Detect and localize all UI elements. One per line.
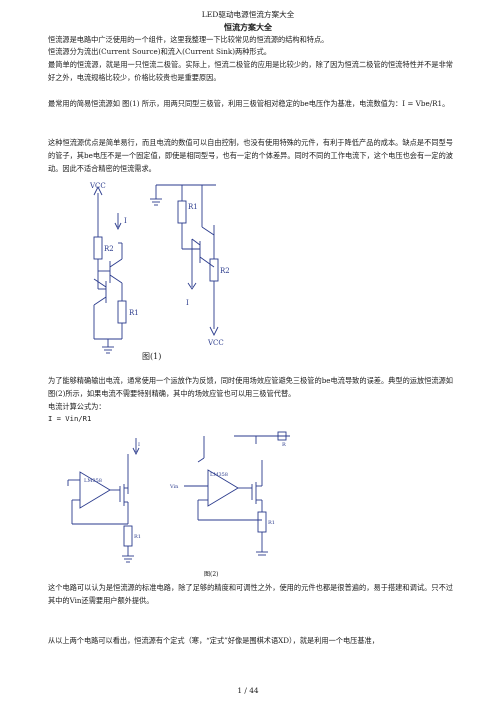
page-number: 1 / 44: [237, 686, 259, 695]
figure-1-caption: 图(1): [142, 352, 161, 361]
current-label: I: [124, 217, 127, 225]
figure-1-circuit: VCC I R2 R1: [82, 179, 292, 361]
r2-label: R2: [104, 245, 114, 253]
opamp-label-right: LM358: [210, 472, 228, 478]
paragraph-standard-circuit: 这个电路可以认为是恒流源的标准电路，除了足够的精度和可调性之外，使用的元件也都是…: [48, 583, 453, 605]
paragraph-diode: 最简单的恒流源，就是用一只恒流二极管。实际上，恒流二极管的应用是比较少的，除了因…: [48, 60, 453, 82]
r1-label-right: R1: [188, 203, 198, 211]
paragraph-simple-source: 最常用的简易恒流源如 图(1) 所示，用两只同型三极管，利用三极管相对稳定的be…: [48, 99, 450, 108]
paragraph-intro: 恒流源是电路中广泛使用的一个组件，这里我整理一下比较常见的恒流源的结构和特点。: [48, 35, 329, 44]
paragraph-opamp-source: 为了能够精确输出电流，通常使用一个运放作为反馈，同时使用场效应管避免三极管的be…: [48, 376, 453, 398]
r1-label: R1: [129, 309, 139, 317]
paragraph-types: 恒流源分为流出(Current Source)和流入(Current Sink)…: [48, 47, 271, 56]
vcc-label-right: VCC: [207, 339, 224, 347]
paragraph-pros-cons: 这种恒流源优点是简单易行，而且电流的数值可以自由控制，也没有使用特殊的元件，有利…: [48, 138, 453, 173]
page-title: 恒流方案大全: [224, 22, 272, 32]
figure-2-circuit: LM358 I R1: [58, 430, 296, 578]
figure-2-caption: 图(2): [204, 571, 219, 578]
paragraph-conclusion: 从以上两个电路可以看出，恒流源有个定式（寒，“定式”好像是围棋术语XD），就是利…: [48, 636, 379, 645]
paragraph-formula-intro: 电流计算公式为：: [48, 402, 106, 411]
current-label-right: I: [186, 299, 189, 307]
vin-label: Vin: [169, 484, 179, 490]
r2-label-right: R2: [220, 267, 230, 275]
formula: I = Vin/R1: [48, 414, 92, 423]
r1-label-fig2: R1: [134, 534, 141, 540]
opamp-label-left: LM358: [84, 478, 102, 484]
current-label-fig2: I: [138, 442, 140, 448]
document-header: LED驱动电源恒流方案大全: [201, 10, 295, 19]
vcc-label: VCC: [89, 182, 106, 190]
ref-label: R: [282, 442, 286, 448]
r1-label-fig2-right: R1: [268, 520, 275, 526]
